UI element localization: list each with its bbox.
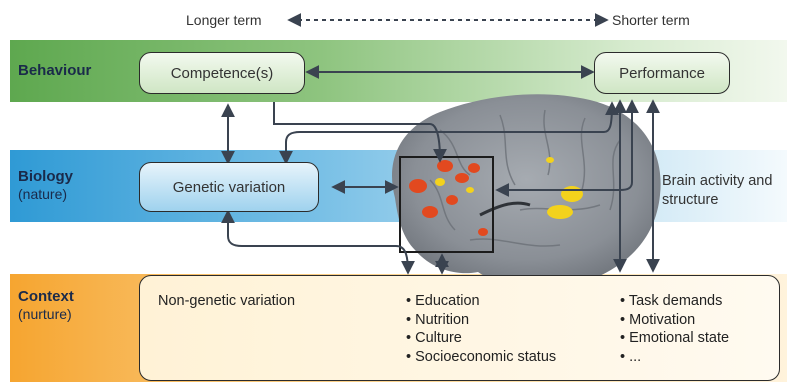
performance-box: Performance <box>594 52 730 94</box>
context-heading: Non-genetic variation <box>158 293 296 309</box>
genetic-context-arrow <box>221 209 415 275</box>
brain-label-line-1: Brain activity and <box>662 173 773 189</box>
list-item: Culture <box>406 329 556 348</box>
longer-term-label: Longer term <box>186 12 262 28</box>
list-item: Emotional state <box>620 329 729 348</box>
list-item: Task demands <box>620 292 729 311</box>
genetic-variation-label: Genetic variation <box>172 178 286 196</box>
shorter-term-label: Shorter term <box>612 12 690 28</box>
biology-subtitle: (nature) <box>18 186 68 202</box>
competence-box: Competence(s) <box>139 52 305 94</box>
list-item: Socioeconomic status <box>406 348 556 367</box>
context-list-left: Education Nutrition Culture Socioeconomi… <box>406 292 556 366</box>
brain-activity-label: Brain activity and structure <box>662 172 772 210</box>
brain-label-line-2: structure <box>662 192 719 208</box>
list-item: ... <box>620 348 729 367</box>
biology-title: Biology <box>18 168 73 185</box>
competence-label: Competence(s) <box>170 64 274 82</box>
context-list-right: Task demands Motivation Emotional state … <box>620 292 729 366</box>
list-item: Education <box>406 292 556 311</box>
performance-label: Performance <box>619 64 705 82</box>
list-item: Motivation <box>620 311 729 330</box>
list-item: Nutrition <box>406 311 556 330</box>
behaviour-title: Behaviour <box>18 62 92 79</box>
context-title: Context <box>18 288 74 305</box>
genetic-variation-box: Genetic variation <box>139 162 319 212</box>
context-subtitle: (nurture) <box>18 306 72 322</box>
arrows <box>221 13 660 275</box>
